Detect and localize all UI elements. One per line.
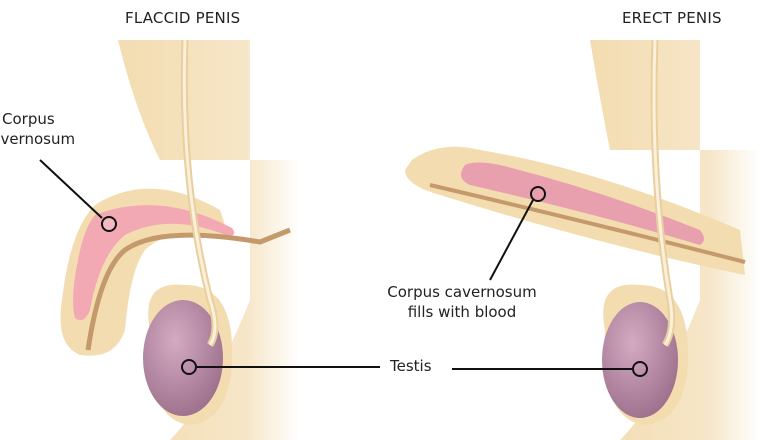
label-testis: Testis — [390, 357, 432, 375]
marker-testis-left — [181, 359, 197, 375]
erect-figure — [405, 39, 760, 440]
urethra-erect — [429, 183, 746, 264]
body-right — [590, 40, 760, 440]
leader-corpus-left — [39, 159, 103, 219]
corpus-erect — [461, 162, 704, 245]
testis-left — [143, 300, 223, 416]
leader-lines — [39, 159, 648, 377]
flaccid-figure — [60, 39, 300, 440]
label-corpus-line1: Corpus — [2, 110, 55, 128]
corpus-flaccid — [73, 205, 235, 321]
label-corpus-line2: cavernosum — [0, 130, 76, 148]
vas-deferens-left-highlight — [182, 39, 217, 346]
marker-corpus-right — [530, 186, 546, 202]
label-fills-line2: fills with blood — [407, 303, 517, 321]
title-flaccid: FLACCID PENIS — [125, 9, 241, 27]
marker-testis-right — [632, 361, 648, 377]
urethra-flaccid — [85, 227, 291, 351]
leader-corpus-right — [489, 199, 534, 281]
vas-deferens-right-highlight — [652, 39, 674, 346]
body-left — [118, 40, 300, 440]
testis-right — [602, 302, 678, 418]
label-fills-line1: Corpus cavernosum — [387, 283, 537, 301]
marker-corpus-left — [101, 216, 117, 232]
penis-erect — [405, 146, 745, 275]
title-erect: ERECT PENIS — [622, 9, 722, 27]
